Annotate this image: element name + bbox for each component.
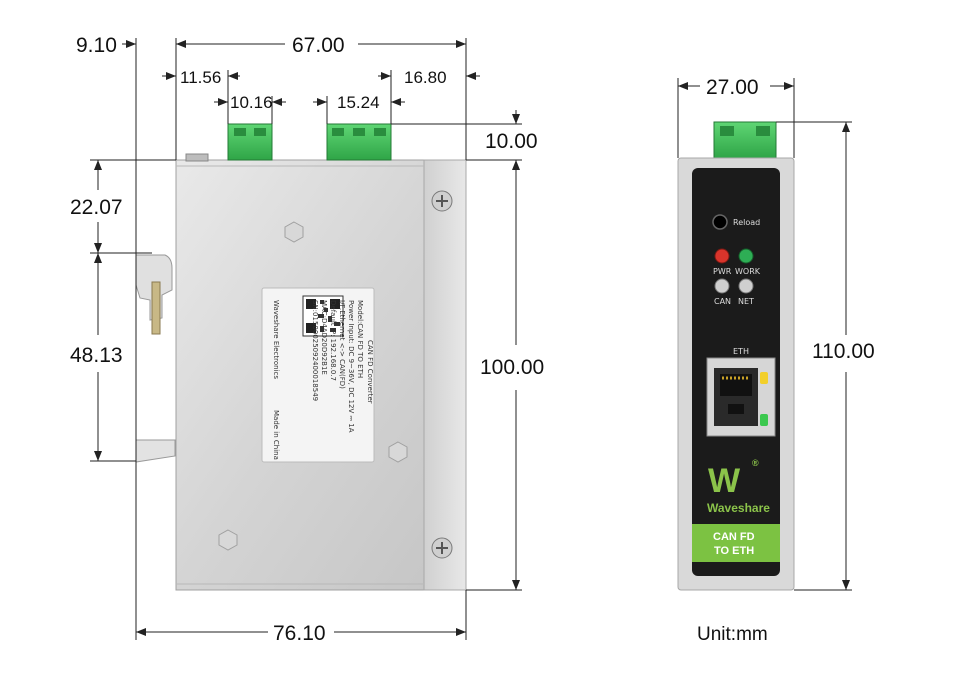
din-rail-clip: [135, 254, 176, 463]
terminal-block-small: [227, 123, 273, 161]
sticker-line: Power Input: DC 9~36V, DC 12V ⎓ 1A: [347, 300, 355, 433]
sticker-title: CAN FD Converter: [366, 340, 374, 404]
net-led-icon: [738, 278, 754, 294]
pwr-label: PWR: [713, 267, 732, 276]
screw-icon: [431, 190, 453, 212]
sticker-line: SN:01500025092400018549: [311, 300, 319, 401]
sticker-line: I/F:Ethernet <-> CAN(FD): [338, 300, 346, 389]
dim-terminal-height: 10.00: [485, 130, 538, 153]
dim-bottom-width: 76.10: [273, 622, 326, 645]
can-label: CAN: [714, 297, 731, 306]
product-line2: TO ETH: [714, 545, 754, 557]
dim-rail-height: 48.13: [70, 344, 123, 367]
work-label: WORK: [735, 267, 761, 276]
work-led-icon: [738, 248, 754, 264]
front-terminal-block: [713, 121, 777, 159]
hex-boss-icon: [284, 221, 304, 243]
side-dimension-lines: [90, 38, 522, 640]
dim-terminal-small-width: 10.16: [230, 93, 273, 112]
terminal-block-large: [326, 123, 392, 161]
side-dimension-arrows: [94, 40, 520, 636]
dim-body-height: 100.00: [480, 356, 544, 379]
can-led-icon: [714, 278, 730, 294]
sticker-line: Model:CAN FD TO ETH: [356, 300, 364, 378]
svg-text:®: ®: [752, 458, 759, 468]
dim-front-height: 110.00: [812, 340, 875, 363]
product-label-sticker: CAN FD Converter Model:CAN FD TO ETH Pow…: [261, 287, 375, 463]
reload-button-icon: [712, 214, 728, 230]
front-dimension-lines: [677, 78, 852, 591]
dim-total-width-top: 67.00: [292, 34, 345, 57]
dim-top-left-offset: 9.10: [76, 34, 117, 57]
housing-end-plate: [423, 159, 467, 591]
sticker-origin: Made in China: [272, 410, 280, 460]
dim-terminal-large-width: 15.24: [337, 93, 380, 112]
brand-name: Waveshare: [707, 501, 770, 515]
product-line1: CAN FD: [713, 531, 755, 543]
net-label: NET: [738, 297, 754, 306]
sticker-line: Default IP: 192.168.0.7: [329, 300, 337, 381]
eth-label: ETH: [733, 347, 749, 356]
ethernet-port-icon: [706, 357, 776, 437]
hex-boss-icon: [218, 529, 238, 551]
clip-spring: [151, 281, 161, 335]
sticker-maker: Waveshare Electronics: [272, 300, 280, 379]
qr-code-icon: [302, 295, 344, 337]
dim-rail-top: 22.07: [70, 196, 123, 219]
side-view: CAN FD Converter Model:CAN FD TO ETH Pow…: [135, 123, 467, 591]
sticker-line: MAC:D4AD20D92B1E: [320, 300, 328, 375]
front-dimension-arrows: [678, 82, 850, 590]
dim-front-width: 27.00: [706, 76, 759, 99]
pwr-led-icon: [714, 248, 730, 264]
unit-label: Unit:mm: [697, 624, 768, 645]
reload-label: Reload: [733, 218, 760, 227]
svg-text:W: W: [708, 462, 741, 500]
dim-terminal-left-offset: 11.56: [180, 68, 221, 87]
dim-terminal-right-offset: 16.80: [404, 68, 447, 87]
screw-icon: [431, 537, 453, 559]
hex-boss-icon: [388, 441, 408, 463]
product-ribbon: [692, 524, 780, 562]
waveshare-logo-icon: W ®: [708, 458, 759, 500]
front-view: Reload PWR WORK CAN NET ETH W ® Waveshar…: [677, 121, 795, 591]
